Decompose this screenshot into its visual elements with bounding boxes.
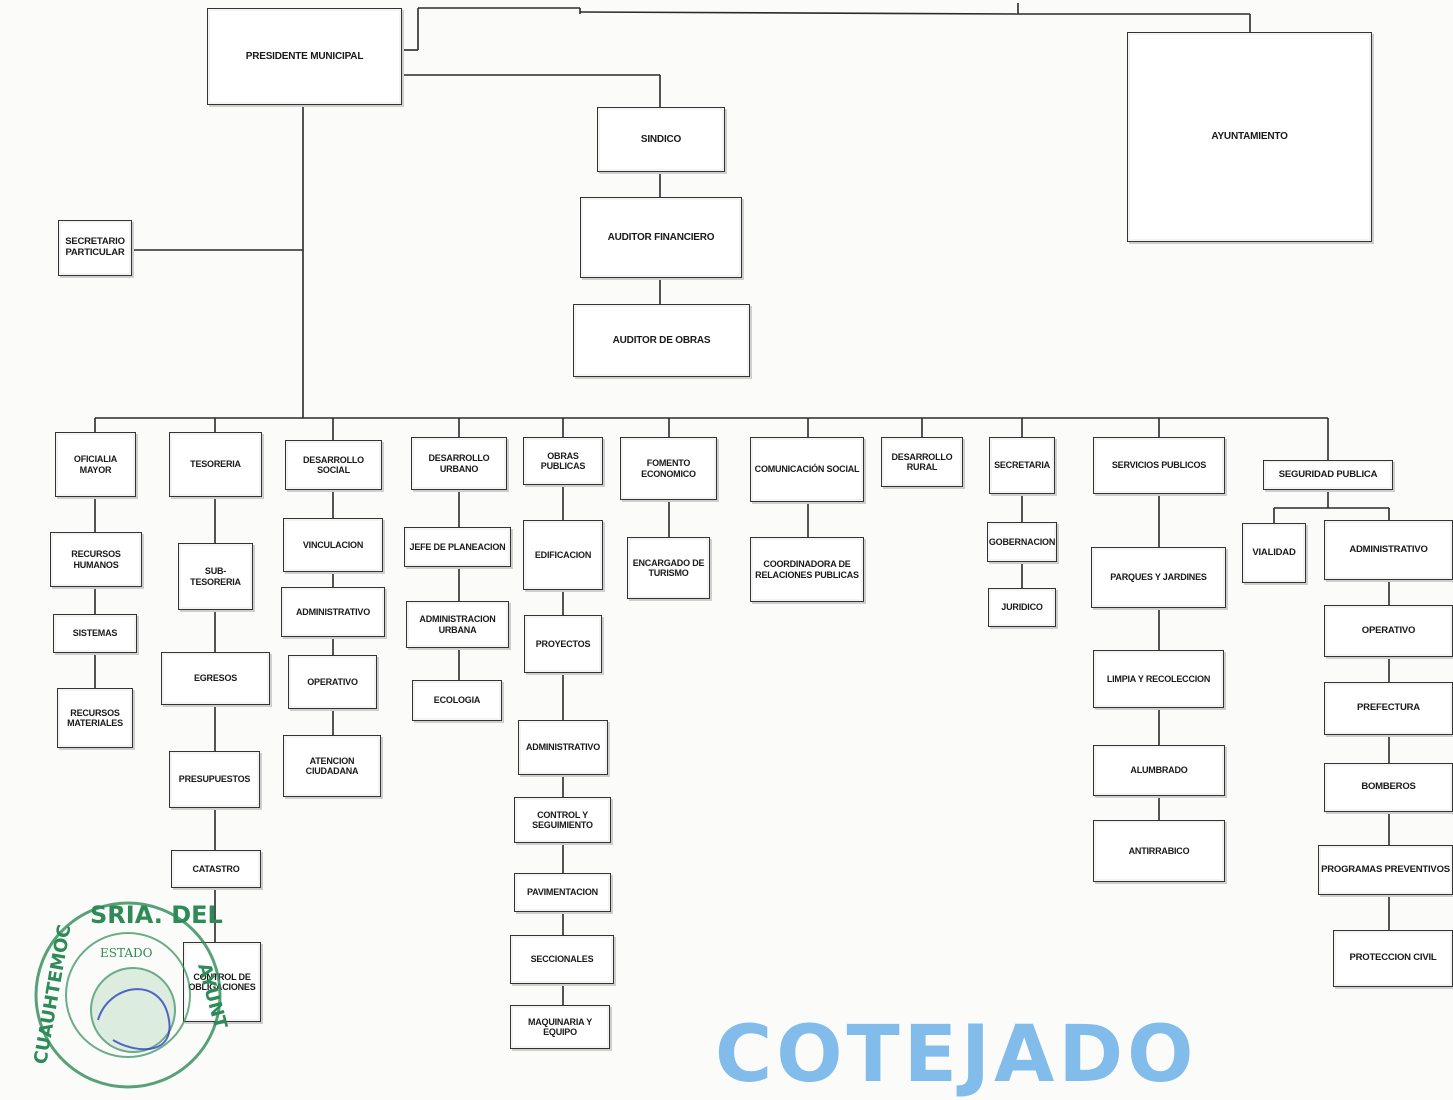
unit-control-seguimiento: CONTROL Y SEGUIMIENTO: [514, 797, 611, 843]
sindico-box: SINDICO: [597, 107, 725, 172]
unit-parques-jardines: PARQUES Y JARDINES: [1091, 547, 1226, 608]
unit-control-obligaciones: CONTROL DE OBLIGACIONES: [183, 942, 261, 1022]
dept-secretaria: SECRETARIA: [989, 437, 1055, 494]
unit-atencion-ciudadana: ATENCION CIUDADANA: [283, 735, 381, 797]
unit-proyectos: PROYECTOS: [524, 615, 602, 673]
president-box: PRESIDENTE MUNICIPAL: [207, 8, 402, 105]
unit-limpia-recoleccion: LIMPIA Y RECOLECCION: [1093, 650, 1224, 708]
unit-edificacion: EDIFICACION: [523, 520, 603, 590]
dept-obras-publicas: OBRAS PUBLICAS: [523, 437, 603, 485]
unit-bomberos: BOMBEROS: [1324, 763, 1453, 812]
seal-text-inner: ESTADO: [100, 946, 153, 960]
seal-text-right: AYUNT: [193, 961, 228, 1032]
cotejado-watermark: COTEJADO: [715, 1010, 1198, 1100]
dept-fomento-economico: FOMENTO ECONOMICO: [620, 437, 717, 500]
unit-ds-administrativo: ADMINISTRATIVO: [281, 587, 385, 637]
unit-sp-administrativo: ADMINISTRATIVO: [1324, 520, 1453, 580]
org-chart-connectors: [94, 3, 1390, 1005]
unit-seccionales: SECCIONALES: [510, 935, 614, 984]
unit-administracion-urbana: ADMINISTRACION URBANA: [406, 601, 509, 648]
unit-antirrabico: ANTIRRABICO: [1093, 820, 1225, 882]
secretario-particular-box: SECRETARIO PARTICULAR: [58, 220, 132, 276]
unit-juridico: JURIDICO: [988, 588, 1056, 627]
unit-programas-preventivos: PROGRAMAS PREVENTIVOS: [1318, 845, 1453, 895]
unit-ecologia: ECOLOGIA: [412, 680, 502, 721]
dept-tesoreria: TESORERIA: [169, 432, 262, 497]
unit-alumbrado: ALUMBRADO: [1093, 745, 1225, 796]
dept-servicios-publicos: SERVICIOS PUBLICOS: [1093, 437, 1225, 494]
unit-pavimentacion: PAVIMENTACION: [514, 873, 611, 912]
unit-prefectura: PREFECTURA: [1324, 682, 1453, 735]
unit-vialidad: VIALIDAD: [1242, 523, 1306, 583]
unit-vinculacion: VINCULACION: [283, 518, 383, 572]
unit-sistemas: SISTEMAS: [53, 614, 137, 653]
ayuntamiento-box: AYUNTAMIENTO: [1127, 32, 1372, 242]
dept-desarrollo-rural: DESARROLLO RURAL: [881, 437, 963, 487]
unit-proteccion-civil: PROTECCION CIVIL: [1333, 930, 1453, 987]
seal-text-top: SRIA. DEL: [90, 901, 223, 929]
unit-sp-operativo: OPERATIVO: [1324, 605, 1453, 657]
auditor-financiero-box: AUDITOR FINANCIERO: [580, 197, 742, 278]
dept-seguridad-publica: SEGURIDAD PUBLICA: [1263, 460, 1393, 490]
dept-desarrollo-urbano: DESARROLLO URBANO: [411, 437, 507, 490]
unit-recursos-humanos: RECURSOS HUMANOS: [50, 532, 142, 587]
unit-egresos: EGRESOS: [161, 652, 270, 705]
official-seal-stamp: SRIA. DEL CUAUHTEMOC ESTADO AYUNT: [30, 901, 228, 1089]
unit-gobernacion: GOBERNACION: [987, 522, 1057, 562]
unit-presupuestos: PRESUPUESTOS: [169, 751, 260, 808]
unit-catastro: CATASTRO: [171, 850, 261, 888]
auditor-obras-box: AUDITOR DE OBRAS: [573, 304, 750, 377]
dept-comunicacion-social: COMUNICACIÓN SOCIAL: [750, 437, 864, 502]
unit-jefe-planeacion: JEFE DE PLANEACION: [404, 527, 511, 567]
dept-desarrollo-social: DESARROLLO SOCIAL: [285, 440, 382, 490]
unit-encargado-turismo: ENCARGADO DE TURISMO: [627, 537, 710, 599]
unit-maquinaria-equipo: MAQUINARIA Y EQUIPO: [510, 1005, 610, 1049]
unit-coordinadora-relaciones: COORDINADORA DE RELACIONES PUBLICAS: [750, 537, 864, 602]
unit-op-administrativo: ADMINISTRATIVO: [518, 720, 608, 775]
unit-ds-operativo: OPERATIVO: [288, 655, 377, 709]
unit-sub-tesoreria: SUB-TESORERIA: [178, 543, 253, 610]
unit-recursos-materiales: RECURSOS MATERIALES: [57, 688, 133, 748]
dept-oficialia-mayor: OFICIALIA MAYOR: [55, 432, 136, 497]
